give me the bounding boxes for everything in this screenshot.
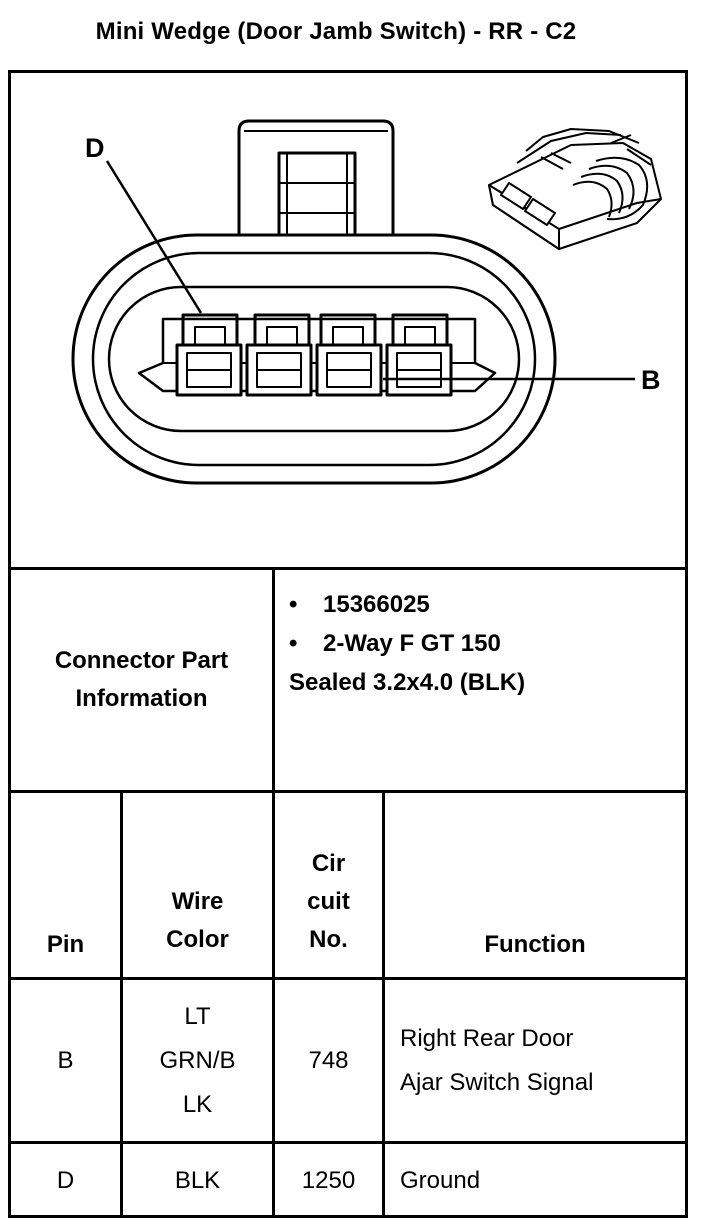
circuit-value: 748 [308,1046,349,1074]
info-bullet-row: • 15366025 [283,585,525,624]
pin-value: B [57,1046,74,1074]
header-wire-color: Wire Color [123,793,272,977]
wire-color-line3: LK [182,1090,213,1118]
header-wire-color-line1: Wire [171,888,224,915]
table-row-d-wire-color: BLK [123,1144,272,1218]
table-row-b-pin: B [11,980,120,1141]
connector-info-label-line2: Information [75,685,208,712]
divider-header [11,977,685,980]
divider-row-1 [11,1141,685,1144]
connector-type: 2-Way F GT 150 [323,630,501,657]
connector-info-values: • 15366025 • 2-Way F GT 150 Sealed 3.2x4… [283,585,525,702]
wire-color-line1: LT [184,1002,211,1030]
table-row-b-function: Right Rear Door Ajar Switch Signal [400,980,685,1141]
connector-face-diagram: D B [71,119,662,485]
function-line1: Ground [400,1167,481,1194]
divider-diagram [11,567,685,570]
connector-housing-outer [71,233,557,485]
header-pin: Pin [11,793,120,977]
header-circuit-line3: No. [309,926,348,953]
connector-info-label-line1: Connector Part [54,647,229,674]
header-circuit-line1: Cir [311,850,346,877]
divider-col-circuit [382,790,385,1218]
pin-label-d: D [85,133,105,163]
pin-value: D [56,1167,75,1194]
connector-sealing: Sealed 3.2x4.0 (BLK) [289,669,526,696]
connector-illustration [488,128,662,250]
part-number: 15366025 [323,591,430,618]
bullet-glyph: • [289,630,298,657]
table-row-b-wire-color: LT GRN/B LK [123,980,272,1141]
lower-cavities [175,343,453,397]
leader-line-d [105,160,203,314]
info-bullet-row: • 2-Way F GT 150 [283,624,525,663]
pin-label-b: B [641,365,661,395]
table-row-d-function: Ground [400,1144,685,1218]
divider-info-vertical [272,567,275,790]
connector-housing-mid [91,251,537,467]
table-row-d-circuit: 1250 [275,1144,382,1218]
connector-sheet: D B Connector Part Information • 1536602… [8,70,688,1218]
header-function-text: Function [484,931,586,958]
divider-info [11,790,685,793]
header-circuit: Cir cuit No. [275,793,382,977]
connector-housing-inner [107,285,521,433]
bullet-glyph: • [289,591,298,618]
function-line1: Right Rear Door [400,1024,574,1052]
divider-col-wire [272,790,275,1218]
header-pin-text: Pin [46,931,85,958]
wire-color-line2: GRN/B [159,1046,236,1074]
connector-info-label: Connector Part Information [11,570,272,790]
header-function: Function [385,793,685,977]
table-row-b-circuit: 748 [275,980,382,1141]
function-line2: Ajar Switch Signal [400,1068,594,1096]
table-row-d-pin: D [11,1144,120,1218]
page-title: Mini Wedge (Door Jamb Switch) - RR - C2 [95,18,577,45]
header-circuit-line2: cuit [307,888,350,915]
divider-col-pin [120,790,123,1218]
header-wire-color-line2: Color [166,926,229,953]
circuit-value: 1250 [301,1167,356,1194]
wire-color-line1: BLK [174,1167,221,1194]
